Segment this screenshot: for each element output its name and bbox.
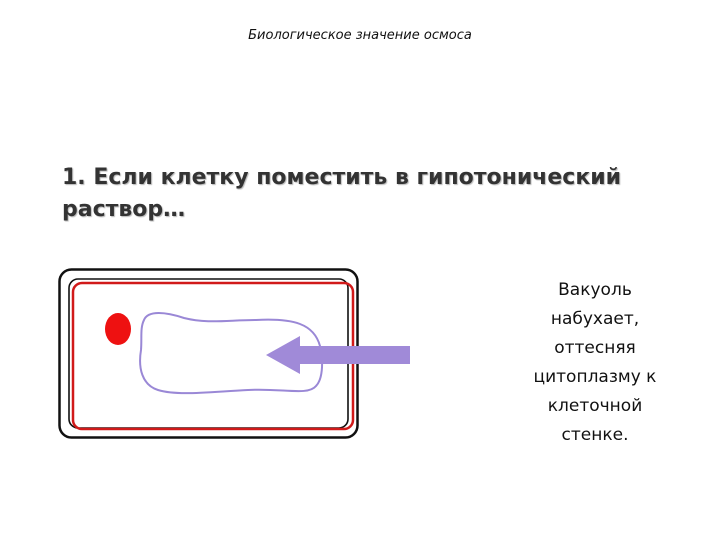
slide-heading: 1. Если клетку поместить в гипотонически… xyxy=(62,162,662,226)
plant-cell-diagram xyxy=(58,268,410,439)
vacuole xyxy=(139,312,324,395)
caption-line: набухает, xyxy=(550,309,640,329)
slide-header: Биологическое значение осмоса xyxy=(248,28,472,43)
caption-line: Вакуоль xyxy=(558,280,632,300)
caption-line: цитоплазму к xyxy=(533,367,657,387)
left-arrow-icon xyxy=(266,336,410,374)
caption-line: оттесняя xyxy=(554,338,636,358)
heading-line-2: раствор… xyxy=(62,197,186,222)
caption: Вакуоль набухает, оттесняя цитоплазму к … xyxy=(520,276,670,450)
nucleus xyxy=(105,313,131,345)
heading-line-1: 1. Если клетку поместить в гипотонически… xyxy=(62,165,622,190)
arrow-head xyxy=(266,336,300,374)
arrow-shaft xyxy=(298,346,410,364)
caption-line: клеточной xyxy=(547,396,643,416)
caption-line: стенке. xyxy=(561,425,629,445)
